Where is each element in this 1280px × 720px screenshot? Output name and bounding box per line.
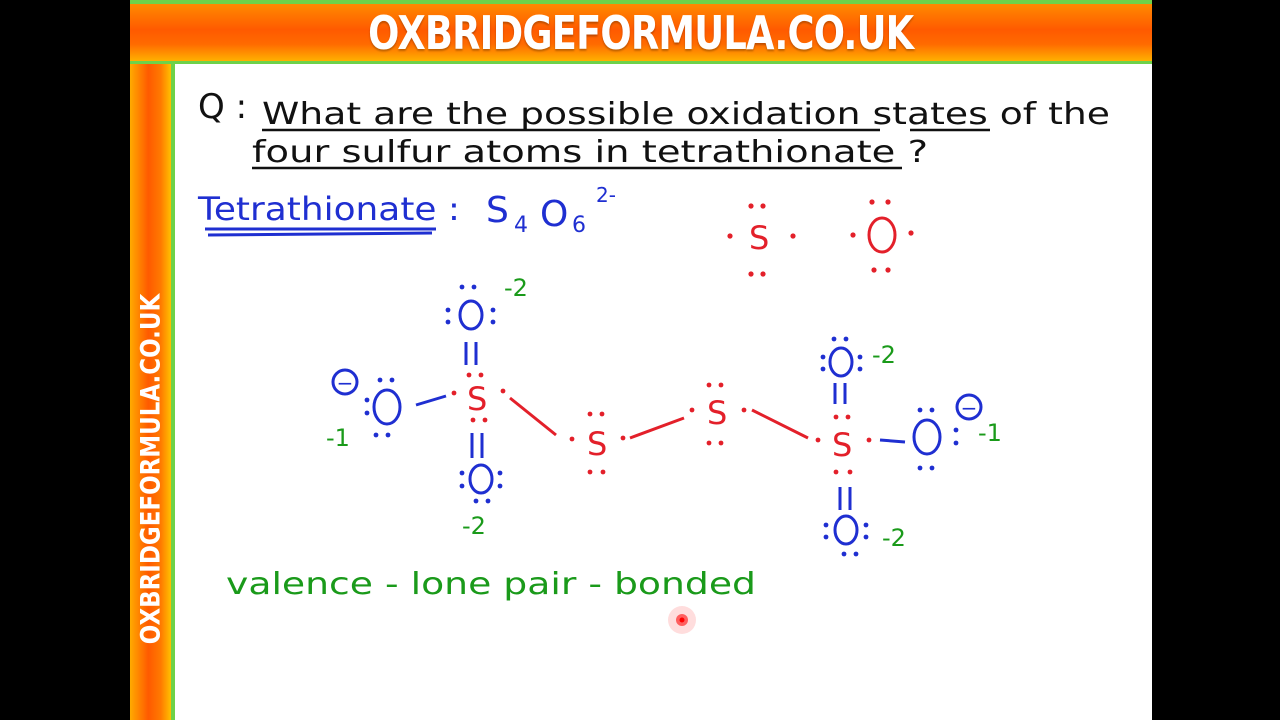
sulfur-symbol: S [749, 219, 769, 257]
negative-charge-right [955, 393, 983, 421]
oxygen-atom-right: − -1 [912, 393, 1002, 471]
oxygen-atom-left-top: -2 [445, 274, 528, 331]
side-banner: OXBRIDGEFORMULA.CO.UK [130, 64, 175, 720]
lone-oxygen-atom [850, 199, 914, 273]
state-left-top: -2 [504, 274, 528, 302]
compound-underline-2 [207, 231, 433, 237]
sulfur-1-symbol: S [467, 380, 487, 418]
top-banner: OXBRIDGEFORMULA.CO.UK [130, 0, 1152, 64]
compound-name: Tetrathionate : [197, 190, 460, 228]
state-right-top: -2 [872, 341, 896, 369]
sulfur-atom-3: S [689, 382, 747, 446]
sulfur-2-symbol: S [587, 425, 607, 463]
oxygen-symbol [867, 216, 897, 254]
formula-s-sub: 4 [514, 213, 528, 238]
formula-note: valence - lone pair - bonded [226, 567, 756, 602]
formula-o: O [540, 194, 568, 235]
lone-sulfur-atom: S [727, 203, 796, 277]
top-banner-text: OXBRIDGEFORMULA.CO.UK [368, 5, 914, 60]
formula-o-sub: 6 [572, 213, 586, 238]
question-prefix: Q : [198, 87, 247, 127]
negative-charge-right-sign: − [961, 396, 978, 420]
whiteboard-frame: OXBRIDGEFORMULA.CO.UK OXBRIDGEFORMULA.CO… [130, 0, 1152, 720]
oxygen-atom-left-bottom: -2 [459, 463, 503, 540]
oxygen-atom-left: − -1 [326, 368, 402, 452]
oxygen-atom-right-top: -2 [820, 336, 896, 378]
oxygen-valence-dots [850, 199, 914, 273]
sulfur-atom-1: S [451, 372, 506, 423]
sulfur-3-symbol: S [707, 394, 727, 432]
state-right-bottom: -2 [882, 524, 906, 552]
question-line-1: What are the possible oxidation states o… [262, 97, 1110, 132]
formula-charge: 2- [596, 183, 616, 207]
question-line-2: four sulfur atoms in tetrathionate ? [252, 135, 928, 170]
sulfur-atom-2: S [569, 411, 626, 475]
formula-s: S [486, 190, 509, 231]
state-left: -1 [326, 424, 350, 452]
state-right: -1 [978, 419, 1002, 447]
sulfur-atom-4: S [815, 414, 872, 475]
laser-pointer [668, 606, 696, 634]
negative-charge-left [331, 368, 359, 396]
structure-bonds [415, 342, 906, 510]
negative-charge-left-sign: − [337, 371, 354, 395]
sulfur-valence-dots [727, 203, 796, 277]
state-left-bottom: -2 [462, 512, 486, 540]
sulfur-4-symbol: S [832, 426, 852, 464]
oxygen-atom-right-bottom: -2 [823, 514, 906, 557]
